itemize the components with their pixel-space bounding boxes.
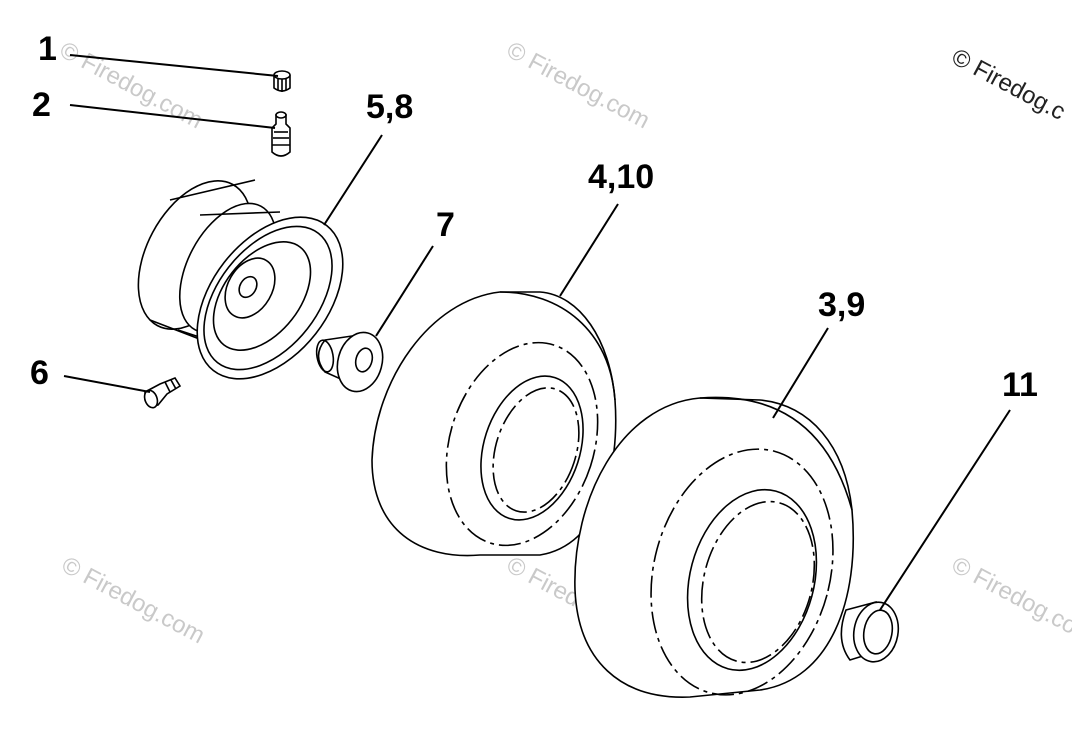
callout-5-8: 5,8 [366,88,413,126]
part-hub-cap [840,600,900,663]
callout-2: 2 [32,86,51,124]
leader-lines [63,54,1011,611]
leader-410 [559,203,619,297]
part-bushing [315,331,384,393]
watermark-top-center: © Firedog.com [502,36,654,134]
part-valve-cap [273,70,291,92]
watermark-bottom-left: © Firedog.com [57,551,209,649]
leader-1 [69,54,279,77]
callout-3-9: 3,9 [818,286,865,324]
callout-11: 11 [1002,366,1038,404]
watermark-bottom-right: © Firedog.com [947,551,1072,649]
part-tire-rear [574,396,855,698]
leader-11 [879,409,1011,611]
part-tire-front [371,291,617,557]
callout-7: 7 [436,206,455,244]
leader-6 [63,375,151,393]
leader-2 [69,104,276,129]
leader-58 [323,134,383,226]
part-valve-stem [271,111,291,157]
leader-39 [772,327,829,419]
callout-4-10: 4,10 [588,158,654,196]
leader-7 [375,245,434,337]
watermark-top-right: © Firedog.c [947,43,1070,125]
callout-6: 6 [30,354,49,392]
callout-labels: 1 2 5,8 6 7 4,10 3,9 11 [30,30,1038,404]
callout-1: 1 [38,30,57,68]
part-grease-fitting [143,377,182,409]
watermark-top-left: © Firedog.com [55,36,207,134]
part-wheel-rim [137,179,344,380]
